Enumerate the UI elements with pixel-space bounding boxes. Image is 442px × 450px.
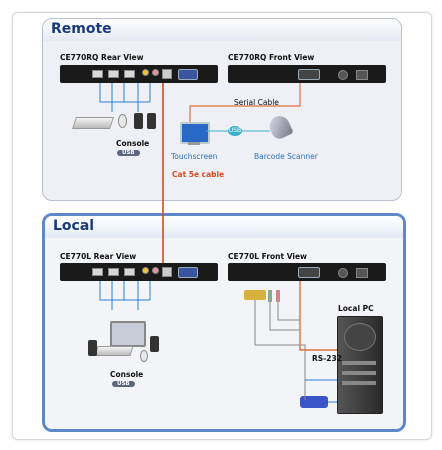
serial-cable-line	[189, 83, 301, 122]
usb-connector-icon: USB	[228, 126, 242, 136]
mouse-icon	[118, 114, 127, 128]
local-pc-label: Local PC	[338, 304, 374, 313]
remote-console-badge: USB	[117, 150, 140, 156]
audio-jack	[142, 69, 149, 76]
local-title-bar	[45, 216, 403, 238]
audio-plug-icon	[268, 290, 272, 302]
pc-fan-icon	[344, 323, 376, 351]
remote-title-bar	[43, 19, 401, 41]
local-usb-pc-cables	[305, 379, 337, 403]
mic-plug-icon	[276, 290, 280, 302]
remote-front-view-label: CE770RQ Front View	[228, 53, 315, 62]
remote-front-extender	[228, 65, 386, 83]
remote-title: Remote	[51, 21, 112, 37]
serial-port	[298, 69, 320, 80]
rs232-cable-line	[299, 281, 337, 351]
usb-hub-icon	[300, 396, 328, 408]
local-front-view-label: CE770L Front View	[228, 252, 307, 261]
audio-jack	[142, 267, 149, 274]
pc-slot	[342, 361, 376, 365]
touchscreen-stand	[188, 142, 200, 145]
serial-port	[298, 267, 320, 278]
mic-jack	[152, 69, 159, 76]
serial-cable-label: Serial Cable	[234, 98, 279, 107]
usb-port	[108, 70, 119, 78]
local-rear-view-label: CE770L Rear View	[60, 252, 137, 261]
usb-port	[108, 268, 119, 276]
remote-rear-view-label: CE770RQ Rear View	[60, 53, 144, 62]
remote-panel: Remote	[42, 18, 402, 201]
cat5-cable-label: Cat 5e cable	[172, 170, 225, 179]
pc-slot	[342, 371, 376, 375]
pc-tower-icon	[337, 316, 383, 414]
vga-port	[178, 69, 198, 80]
vga-connector-icon	[244, 290, 266, 300]
rs232-label: RS-232	[312, 354, 342, 363]
led-indicator	[338, 268, 348, 278]
speaker-icon	[134, 113, 143, 129]
front-button	[356, 268, 368, 278]
touchscreen-label: Touchscreen	[171, 152, 218, 161]
usb-port	[92, 70, 103, 78]
remote-console-label: Console	[116, 139, 150, 148]
local-console-label: Console	[110, 370, 144, 379]
speaker-icon	[88, 340, 97, 356]
remote-rear-extender	[60, 65, 218, 83]
speaker-icon	[147, 113, 156, 129]
mouse-icon	[140, 350, 148, 362]
rj45-port	[162, 69, 172, 79]
local-front-extender	[228, 263, 386, 281]
barcode-scanner-label: Barcode Scanner	[254, 152, 318, 161]
local-av-cables	[254, 300, 306, 400]
rj45-port	[162, 267, 172, 277]
usb-port	[92, 268, 103, 276]
mic-jack	[152, 267, 159, 274]
local-rear-extender	[60, 263, 218, 281]
remote-usb-cables	[99, 83, 151, 112]
speaker-icon	[150, 336, 159, 352]
front-button	[356, 70, 368, 80]
local-title: Local	[53, 218, 95, 234]
local-usb-cables	[99, 281, 151, 310]
usb-port	[124, 70, 135, 78]
local-console-badge: USB	[112, 381, 135, 387]
led-indicator	[338, 70, 348, 80]
pc-slot	[342, 381, 376, 385]
usb-port	[124, 268, 135, 276]
vga-port	[178, 267, 198, 278]
